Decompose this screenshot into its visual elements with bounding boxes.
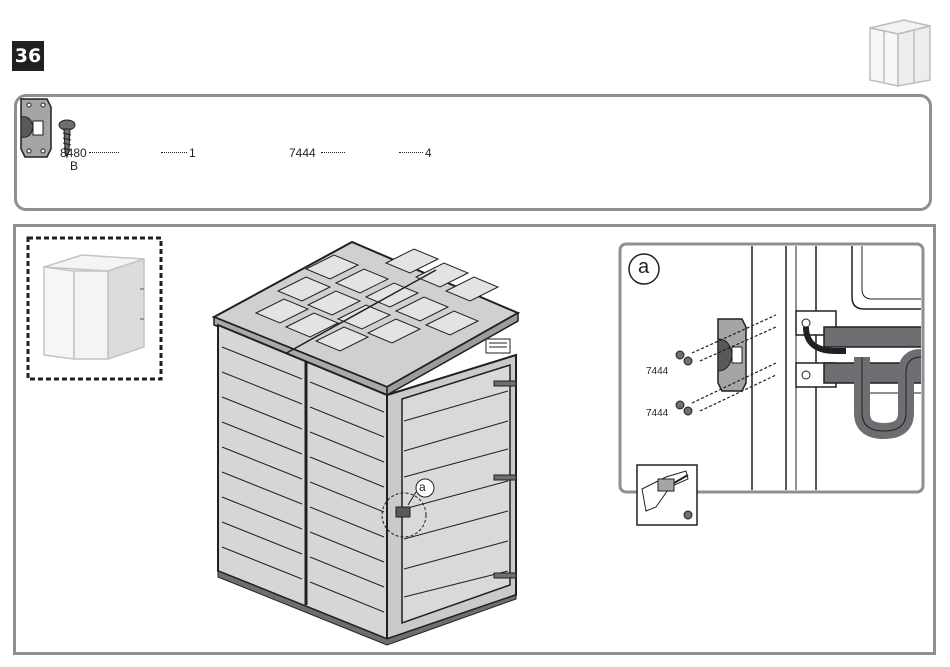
screw-label: 7444 [646, 366, 668, 377]
assembly-illustration [16, 227, 933, 652]
part-quantity: 1 [189, 147, 196, 160]
screw-label: 7444 [646, 408, 668, 419]
parts-panel: 8480 B 1 7444 4 [14, 94, 932, 211]
leader-line [399, 145, 423, 153]
power-drill-icon [637, 465, 697, 525]
side-view-thumbnail [28, 238, 161, 379]
shed-thumbnail-icon [864, 14, 936, 95]
leader-line [321, 145, 345, 153]
assembly-panel: a a 7444 7444 [13, 224, 936, 655]
door-latch-bracket-icon [17, 97, 53, 159]
part-code: 7444 [289, 147, 316, 160]
step-number: 36 [12, 41, 44, 71]
callout-label: a [419, 480, 426, 494]
leader-line [89, 145, 119, 153]
part-quantity: 4 [425, 147, 432, 160]
part-sub-code: B [70, 160, 78, 173]
leader-line [161, 145, 187, 153]
detail-callout-label: a [638, 256, 649, 279]
shed-drawing [214, 242, 518, 645]
